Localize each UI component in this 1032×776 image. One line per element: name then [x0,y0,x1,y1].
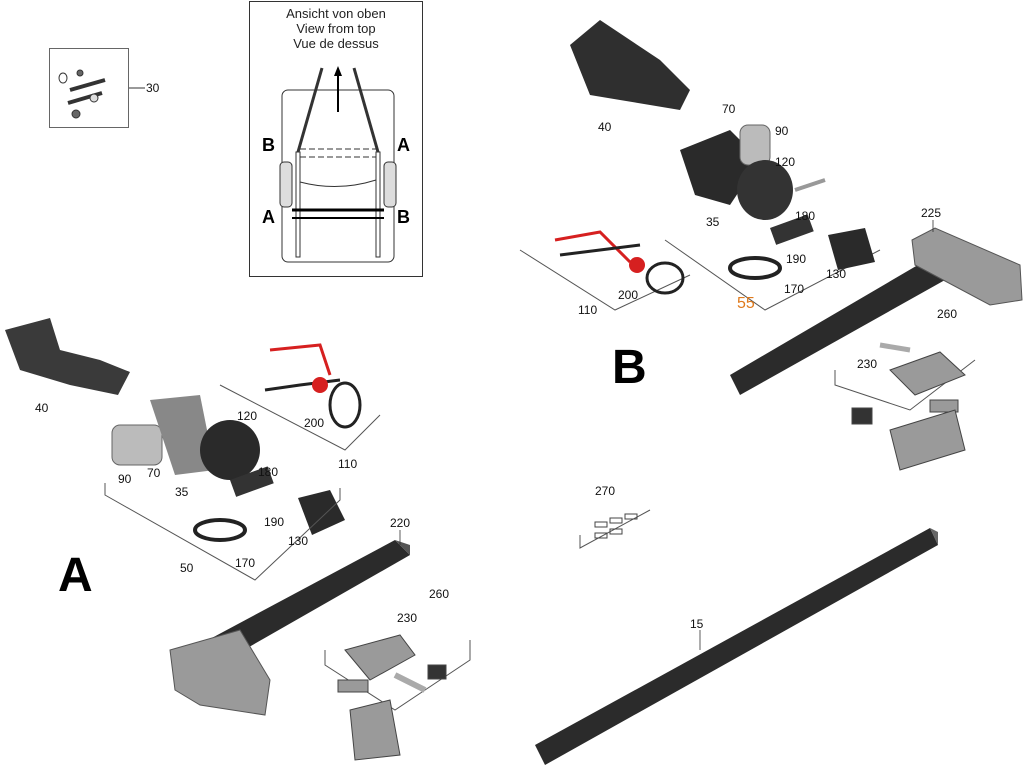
part-label-180-b: 180 [795,209,816,223]
motor-a [111,395,345,542]
part-label-130-a: 130 [288,534,309,548]
inset-label-bottom-right: B [397,207,410,227]
inset-label-top-left: B [262,135,275,155]
part-label-40-a: 40 [35,401,49,415]
part-label-260-b: 260 [937,307,958,321]
cable-set-a [264,343,362,429]
part-label-220: 220 [390,516,411,530]
part-label-190-a: 190 [264,515,285,529]
hardware-kit-box [49,48,129,128]
clamp-parts-a [337,634,447,761]
part-label-225: 225 [921,206,942,220]
part-label-90-a: 90 [118,472,132,486]
part-label-130-b: 130 [826,267,847,281]
top-view-drawing [279,66,397,263]
part-label-35-a: 35 [175,485,189,499]
part-label-170-a: 170 [235,556,256,570]
top-view-inset: Ansicht von oben View from top Vue de de… [249,1,423,277]
assembly-a-letter: A [58,549,93,602]
part-label-200-b: 200 [618,288,639,302]
part-label-190-b: 190 [786,252,807,266]
beam-225 [730,255,945,395]
mounting-plate-b [911,227,1023,306]
part-label-200-a: 200 [304,416,325,430]
part-label-50: 50 [180,561,194,575]
inset-title-fr: Vue de dessus [293,36,379,51]
inset-label-bottom-left: A [262,207,275,227]
part-label-270: 270 [595,484,616,498]
pins-270 [594,513,638,539]
part-label-30: 30 [146,81,160,95]
part-label-110-a: 110 [338,457,358,471]
inset-title-de: Ansicht von oben [286,6,386,21]
part-label-170-b: 170 [784,282,805,296]
part-label-70-a: 70 [147,466,161,480]
part-label-15: 15 [690,617,704,631]
clamp-parts-b [851,342,966,471]
part-label-230-a: 230 [397,611,418,625]
leader-lines [399,220,934,650]
assembly-b-letter: B [612,341,647,394]
part-label-230-b: 230 [857,357,878,371]
inset-title-en: View from top [296,21,376,36]
part-label-55: 55 [737,295,755,312]
part-label-110-b: 110 [578,303,598,317]
part-label-90-b: 90 [775,124,789,138]
part-label-120-a: 120 [237,409,258,423]
beam-15 [535,528,938,765]
part-label-180-a: 180 [258,465,279,479]
hardware-kit-drawing [58,69,145,119]
part-label-120-b: 120 [775,155,796,169]
part-label-260-a: 260 [429,587,450,601]
cover-a [5,318,130,395]
cover-b [570,20,690,110]
cable-set-b [554,230,685,295]
motor-b [680,124,875,280]
part-label-40-b: 40 [598,120,612,134]
grouping-brackets [104,239,976,711]
part-label-35-b: 35 [706,215,720,229]
inset-label-top-right: A [397,135,410,155]
mounting-plate-a [169,629,271,716]
part-label-70-b: 70 [722,102,736,116]
